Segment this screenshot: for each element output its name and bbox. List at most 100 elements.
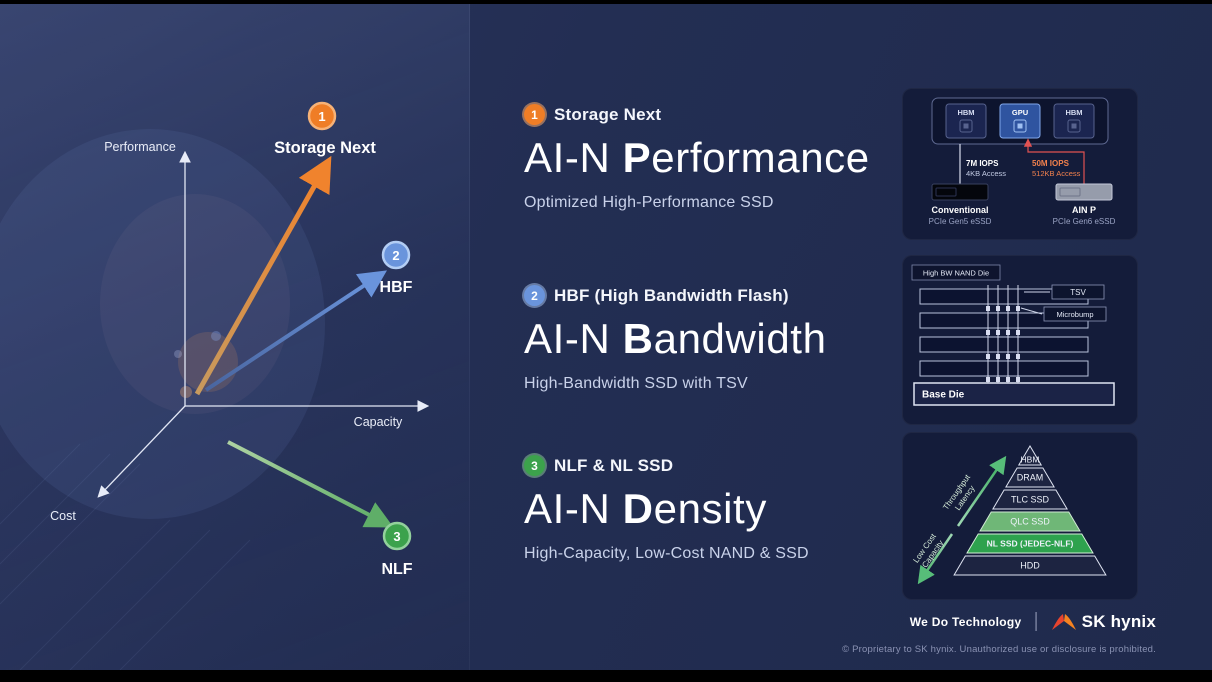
section-2-number-badge: 2 [524,285,545,306]
section-3-subtitle: High-Capacity, Low-Cost NAND & SSD [524,545,809,563]
section-2-subtitle: High-Bandwidth SSD with TSV [524,375,748,393]
hbm-right-chip-icon [1067,119,1081,133]
butterfly-icon [1051,613,1076,630]
gpu-label: GPU [1012,108,1028,117]
axis-label-capacity: Capacity [354,415,403,429]
density-pyramid: HBM DRAM TLC SSD QLC SSD NL SSD (JEDEC-N… [911,445,1107,585]
slide: Performance Capacity Cost 1 Storage Next… [0,4,1212,670]
base-die-label: Base Die [922,390,965,401]
brain-artwork [0,129,325,519]
metric-left-iops: 7M IOPS [966,159,999,168]
sk-hynix-logo: SK hynix [1051,612,1156,632]
conventional-ssd-sub: PCIe Gen5 eSSD [929,217,992,226]
positioning-chart: Performance Capacity Cost 1 Storage Next… [0,101,430,670]
ain-p-ssd-sub: PCIe Gen6 eSSD [1053,217,1116,226]
section-2-title: AI-N Bandwidth [524,315,894,362]
section-1-title-prefix: AI-N [524,134,623,181]
footer-divider: | [1033,610,1039,632]
hbm-right-label: HBM [1065,108,1082,117]
pyramid-label-hbm: HBM [1021,455,1040,465]
point-3-number: 3 [393,529,400,544]
footer: We Do Technology | SK hynix [910,610,1156,633]
tsv-label-box [1051,284,1105,300]
low-cost-capacity-arrow [917,533,954,585]
metric-right-access: 512KB Access [1032,169,1081,178]
throughput-latency-arrow [956,455,1007,527]
hbm-left-label: HBM [957,108,974,117]
section-3-title-prefix: AI-N [524,485,623,532]
section-1-heading: Storage Next [554,104,662,124]
tsv-label: TSV [1070,288,1086,297]
metric-right-iops: 50M IOPS [1032,159,1070,168]
section-1-number-badge: 1 [524,104,545,125]
section-ai-n-density: 3 NLF & NL SSD AI-N Density High-Capacit… [524,455,894,563]
base-die-bar [913,382,1115,406]
section-3-title: AI-N Density [524,485,894,532]
bandwidth-diagram: High BW NAND Die [911,264,1115,406]
point-1-label: Storage Next [274,139,376,157]
ain-p-ssd-name: AIN P [1072,205,1096,215]
axis-label-performance: Performance [104,140,176,154]
point-1-number: 1 [318,109,325,124]
section-1-subtitle: Optimized High-Performance SSD [524,194,774,212]
chart-point-storage-next: 1 Storage Next [274,101,376,157]
hbm-chip-right: HBM [1053,103,1095,139]
point-2-label: HBF [380,279,413,296]
ain-p-ssd: AIN P PCIe Gen6 eSSD [1053,183,1116,226]
ain-p-link-line [1023,138,1085,184]
nand-die-label: High BW NAND Die [923,269,989,278]
hbm-left-chip-icon [959,119,973,133]
circuit-texture [0,443,251,670]
pyramid-label-tlc: TLC SSD [1011,495,1050,505]
nand-die-label-box [911,264,1001,281]
hbm-chip-left: HBM [945,103,987,139]
layer-qlc-ssd [979,511,1081,532]
section-3-title-bold-letter: D [622,485,654,532]
arrow-hbf [204,270,388,392]
pyramid-labels: HBM DRAM TLC SSD QLC SSD NL SSD (JEDEC-N… [987,455,1074,571]
panel-density-diagram: HBM DRAM TLC SSD QLC SSD NL SSD (JEDEC-N… [902,432,1138,600]
section-3-number-badge: 3 [524,455,545,476]
brand-text: SK hynix [1081,611,1156,631]
chart-point-hbf: 2 HBF [380,240,413,296]
layer-hdd [953,555,1107,576]
pyramid-label-dram: DRAM [1017,473,1044,483]
section-2-heading: HBF (High Bandwidth Flash) [554,285,789,305]
microbump-callout-line [1020,307,1043,315]
axis-cost [97,405,186,498]
microbumps [986,306,1020,382]
gpu-chip: GPU [999,103,1041,139]
section-ai-n-bandwidth: 2 HBF (High Bandwidth Flash) AI-N Bandwi… [524,285,894,393]
section-1-title: AI-N Performance [524,134,894,181]
microbump-label-box [1043,306,1107,322]
conventional-ssd-name: Conventional [931,205,988,215]
metric-left-access: 4KB Access [966,169,1006,178]
layer-dram [1005,467,1055,488]
pyramid [953,445,1107,576]
section-2-title-prefix: AI-N [524,315,623,362]
copyright-notice: © Proprietary to SK hynix. Unauthorized … [842,644,1156,655]
pyramid-label-hdd: HDD [1020,561,1040,571]
section-3-heading: NLF & NL SSD [554,455,674,475]
arrow-nlf [227,440,394,528]
nand-die-stack [919,288,1089,377]
point-3-label: NLF [381,561,412,578]
layer-nl-ssd [966,533,1094,554]
section-3-title-rest: ensity [653,485,767,532]
section-1-title-rest: erformance [651,134,870,181]
pyramid-label-qlc: QLC SSD [1010,517,1050,527]
conventional-ssd: Conventional PCIe Gen5 eSSD [929,183,992,226]
chart-point-nlf: 3 NLF [381,521,413,578]
pyramid-label-nl-ssd: NL SSD (JEDEC-NLF) [987,539,1074,549]
panel-bandwidth-diagram: High BW NAND Die [902,255,1138,425]
layer-hbm [1017,445,1043,466]
section-2-title-rest: andwidth [653,315,827,362]
performance-diagram: HBM GPU HBM 7M IOPS 4KB Access [929,97,1116,226]
section-1-title-bold-letter: P [622,134,652,181]
section-ai-n-performance: 1 Storage Next AI-N Performance Optimize… [524,104,894,212]
section-2-title-bold-letter: B [622,315,654,362]
layer-tlc-ssd [992,489,1068,510]
point-2-number: 2 [392,248,399,263]
slogan-text: We Do Technology [909,614,1022,629]
left-artwork-area [0,4,470,670]
